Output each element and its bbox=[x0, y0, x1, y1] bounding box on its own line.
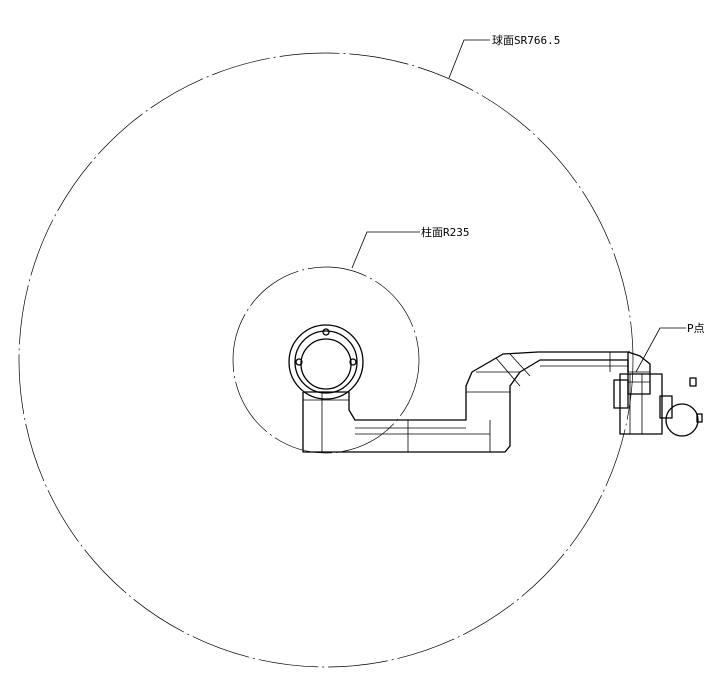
wrist-body bbox=[619, 373, 663, 435]
cylinder-boundary-circle bbox=[232, 266, 420, 454]
robot-arm bbox=[288, 324, 703, 453]
link-detail-line bbox=[495, 357, 521, 387]
tool-motor bbox=[665, 403, 699, 437]
elbow-joint bbox=[627, 351, 651, 395]
base-bolt-top bbox=[322, 328, 330, 336]
base-joint-ring bbox=[294, 330, 358, 394]
cylinder-label: 柱面R235 bbox=[421, 225, 470, 239]
first-link-outline bbox=[302, 359, 629, 453]
tool-connector-side bbox=[696, 413, 703, 423]
cylinder-leader-line bbox=[351, 231, 420, 269]
base-bolt-right bbox=[349, 358, 357, 366]
wrist-flange bbox=[613, 379, 629, 409]
point-leader-line bbox=[635, 327, 686, 373]
sphere-leader-line bbox=[448, 39, 490, 79]
point-label: P点 bbox=[687, 322, 705, 335]
tool-connector-top bbox=[689, 377, 697, 387]
base-joint-inner bbox=[300, 338, 352, 390]
sphere-label: 球面SR766.5 bbox=[492, 33, 560, 47]
base-joint-outer bbox=[288, 324, 364, 400]
first-link-top-edge bbox=[303, 351, 630, 421]
base-bolt-left bbox=[295, 358, 303, 366]
sphere-boundary-circle bbox=[18, 52, 634, 668]
link-detail-line bbox=[509, 353, 531, 377]
